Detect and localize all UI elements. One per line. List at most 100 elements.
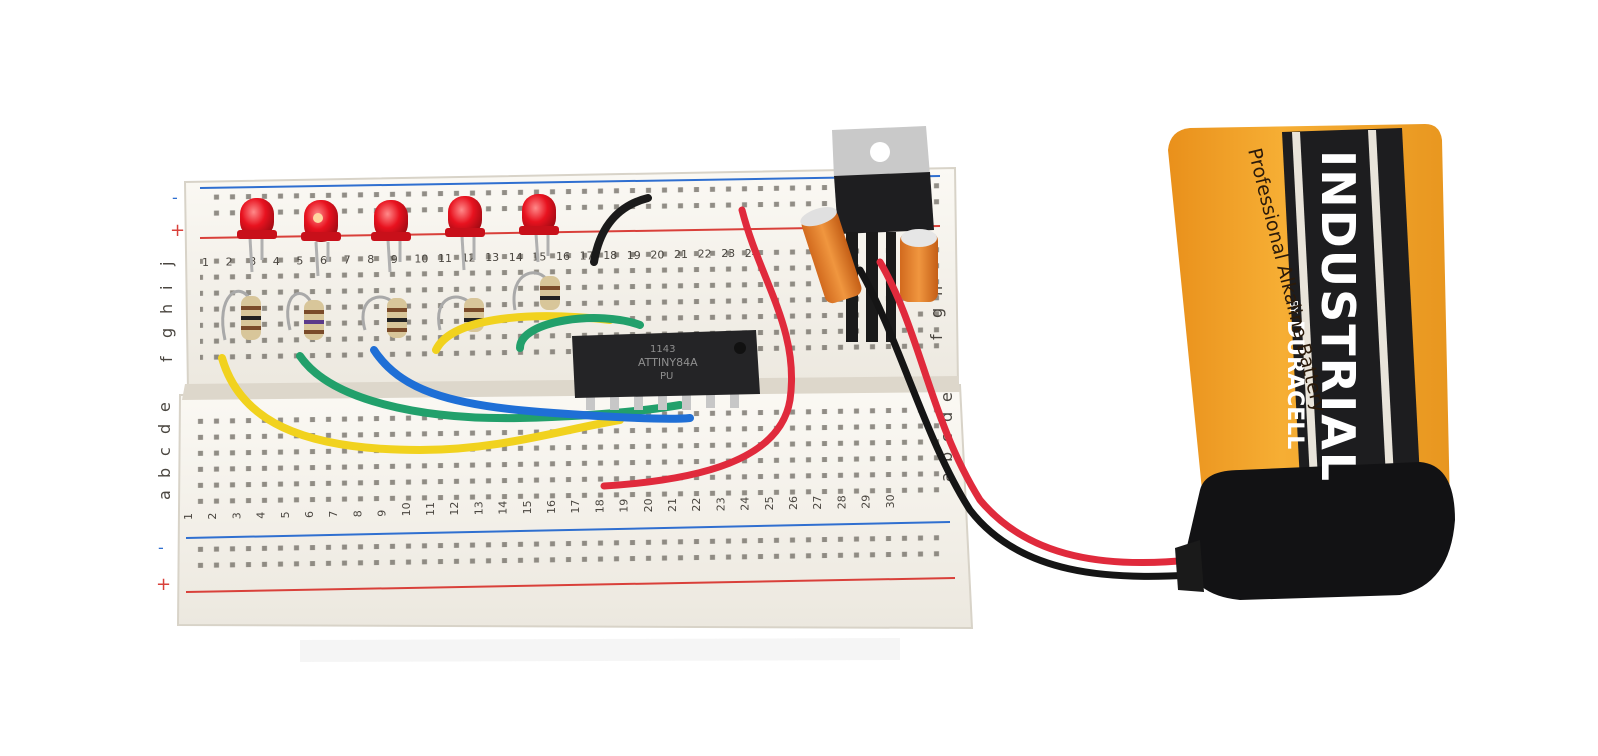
row-label-d: d [155, 424, 174, 434]
battery-clip [1185, 462, 1455, 600]
column-number-bottom: 22 [690, 498, 703, 512]
column-number-top: 21 [674, 248, 688, 261]
row-label-g: g [157, 328, 176, 338]
column-number-top: 8 [367, 253, 374, 266]
column-number-bottom: 15 [521, 500, 534, 514]
row-labels-upper: f g h i j [157, 262, 176, 362]
row-label-j: j [157, 262, 176, 267]
battery-clip-wires [856, 258, 1194, 580]
row-label-right-g: g [927, 308, 946, 318]
resistor-5 [540, 276, 560, 310]
battery-maker: DURACELL [1282, 320, 1307, 449]
column-number-bottom: 16 [545, 500, 558, 514]
column-number-top: 22 [698, 248, 712, 261]
column-number-bottom: 8 [351, 510, 364, 517]
column-number-bottom: 23 [714, 497, 727, 511]
row-label-a: a [155, 490, 174, 500]
column-number-top: 6 [320, 254, 327, 267]
column-number-bottom: 29 [860, 495, 873, 509]
led-5 [519, 194, 559, 235]
rail-plus-top: + [170, 220, 185, 241]
row-label-i: i [157, 286, 176, 290]
column-number-top: 23 [721, 247, 735, 260]
chip-line-2: ATTINY84A [638, 356, 698, 369]
wire-green-short [516, 314, 644, 352]
column-number-top: 14 [509, 251, 523, 264]
leds [237, 194, 559, 277]
column-number-top: 12 [462, 252, 476, 265]
column-number-bottom: 19 [618, 499, 631, 513]
column-number-bottom: 30 [884, 494, 897, 508]
row-label-f: f [157, 356, 176, 362]
column-number-top: 11 [438, 252, 452, 265]
bottom-rail-blue-line [185, 521, 951, 539]
column-number-bottom: 9 [376, 510, 389, 517]
rail-minus-bottom: - [158, 538, 164, 557]
column-number-top: 19 [627, 249, 641, 262]
column-number-top: 10 [414, 252, 428, 265]
column-number-bottom: 28 [835, 495, 848, 509]
voltage-regulator [832, 126, 934, 342]
column-number-top: 20 [650, 248, 664, 261]
column-number-bottom: 20 [642, 498, 655, 512]
battery-brand: INDUSTRIAL [1311, 150, 1365, 483]
rail-plus-bottom: + [156, 574, 171, 595]
jumper-wires [218, 194, 796, 490]
column-number-bottom: 13 [472, 501, 485, 515]
battery: INDUSTRIAL BY DURACELL Professional Alka… [1168, 124, 1455, 600]
row-labels-lower: a b c d e [155, 402, 174, 500]
capacitor-small [900, 229, 938, 302]
column-number-bottom: 26 [787, 496, 800, 510]
led-1 [237, 198, 277, 239]
column-number-top: 9 [391, 253, 398, 266]
row-label-right-f: f [927, 334, 946, 340]
column-number-bottom: 27 [811, 496, 824, 510]
column-number-bottom: 5 [279, 511, 292, 518]
wire-green-long [296, 352, 684, 423]
row-label-h: h [157, 304, 176, 314]
led-3 [371, 200, 411, 241]
column-number-bottom: 25 [763, 496, 776, 510]
row-label-c: c [155, 447, 174, 456]
wire-red-long [600, 206, 796, 490]
column-number-bottom: 14 [497, 501, 510, 515]
column-number-bottom: 4 [255, 512, 268, 519]
column-number-bottom: 18 [593, 499, 606, 513]
wire-black-short [590, 194, 652, 266]
row-label-right-e: e [937, 392, 956, 402]
battery-by: BY [1287, 300, 1300, 314]
column-number-bottom: 17 [569, 500, 582, 514]
column-number-bottom: 7 [327, 511, 340, 518]
column-number-bottom: 3 [230, 512, 243, 519]
column-number-top: 1 [202, 256, 209, 269]
row-label-right-d: d [937, 412, 956, 422]
column-number-bottom: 24 [739, 497, 752, 511]
column-number-bottom: 11 [424, 502, 437, 516]
column-number-bottom: 21 [666, 498, 679, 512]
column-number-top: 16 [556, 250, 570, 263]
column-number-bottom: 2 [206, 513, 219, 520]
column-number-top: 13 [485, 251, 499, 264]
row-label-e: e [155, 402, 174, 412]
row-label-b: b [155, 468, 174, 478]
column-number-top: 17 [580, 250, 594, 263]
chip-line-1: 1143 [650, 344, 675, 355]
top-rail-blue-line [199, 175, 941, 189]
bottom-rail-red-line [185, 577, 956, 593]
chip-line-3: PU [660, 371, 673, 382]
led-2 [301, 200, 341, 242]
column-number-top: 7 [344, 254, 351, 267]
row-label-right-a: a [937, 472, 956, 482]
column-number-top: 2 [226, 256, 233, 269]
wire-blue [370, 346, 694, 423]
column-number-top: 4 [273, 255, 280, 268]
column-number-bottom: 6 [303, 511, 316, 518]
capacitor-large [800, 207, 862, 304]
column-number-bottom: 1 [182, 513, 195, 520]
led-4 [445, 196, 485, 237]
wire-yellow-long [218, 354, 624, 455]
attiny84a-chip: 1143 ATTINY84A PU [572, 330, 760, 410]
column-number-top: 18 [603, 249, 617, 262]
column-number-bottom: 10 [400, 502, 413, 516]
